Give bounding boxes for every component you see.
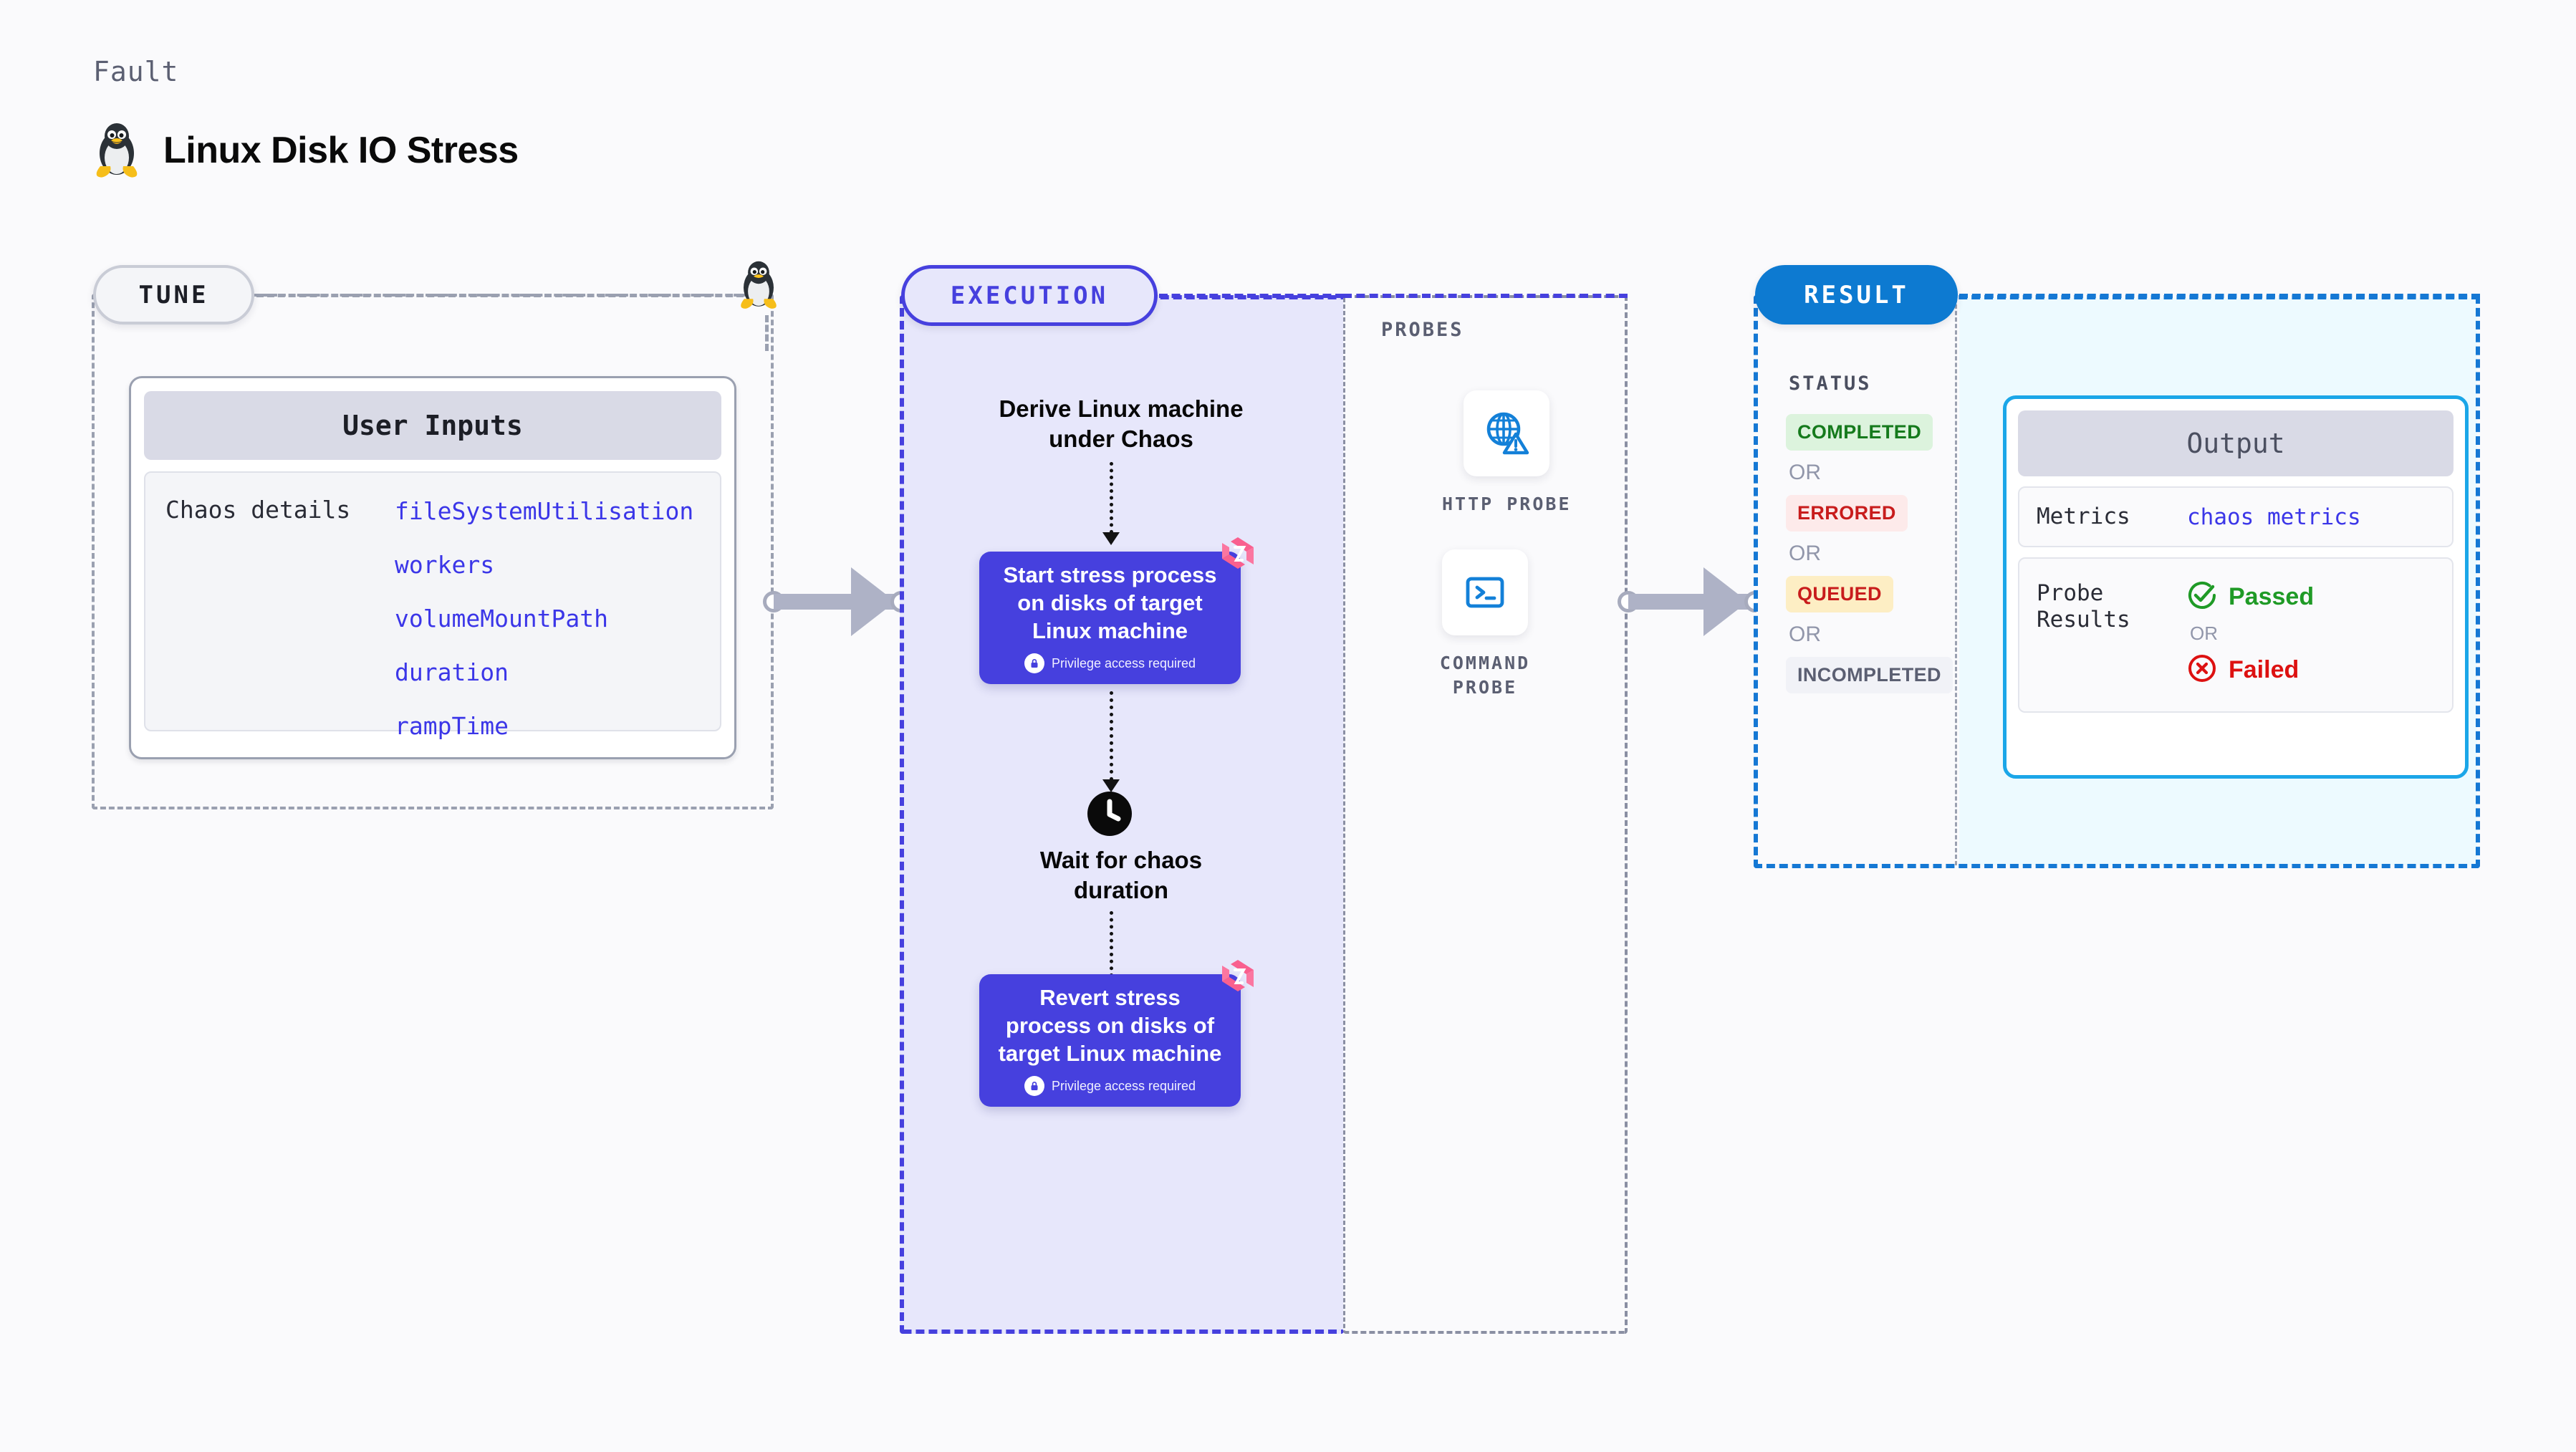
lock-icon bbox=[1024, 1076, 1044, 1097]
derive-line-2: under Chaos bbox=[1049, 425, 1193, 453]
status-badge-queued: QUEUED bbox=[1786, 576, 1893, 612]
lock-icon bbox=[1024, 653, 1044, 674]
start-line-1: Start stress process bbox=[1003, 562, 1217, 587]
probes-panel bbox=[1343, 295, 1628, 1334]
output-probe-key: Probe Results bbox=[2037, 580, 2187, 633]
start-line-2: on disks of target bbox=[1017, 590, 1203, 615]
revert-line-1: Revert stress bbox=[1039, 984, 1181, 1010]
chaos-details-label: Chaos details bbox=[165, 496, 351, 524]
output-header: Output bbox=[2018, 410, 2454, 476]
tune-leader-line bbox=[256, 294, 744, 297]
output-probe-key-line-1: Probe bbox=[2037, 580, 2104, 607]
fault-kicker: Fault bbox=[93, 56, 179, 87]
input-workers[interactable]: workers bbox=[395, 551, 495, 579]
tune-linux-penguin-icon bbox=[738, 260, 779, 314]
wait-line-1: Wait for chaos bbox=[1039, 847, 1203, 873]
output-probe-key-line-2: Results bbox=[2037, 607, 2130, 633]
privilege-badge-start: Privilege access required bbox=[1024, 653, 1196, 674]
task-start-stress-text: Start stress process on disks of target … bbox=[1003, 561, 1216, 645]
output-card: Output Metrics chaos metrics Probe Resul… bbox=[2003, 395, 2469, 779]
output-probe-results-row: Probe Results Passed OR bbox=[2018, 557, 2454, 713]
task-revert-stress[interactable]: Revert stress process on disks of target… bbox=[979, 960, 1254, 1107]
probe-http[interactable]: HTTP PROBE bbox=[1442, 390, 1572, 516]
privilege-badge-revert: Privilege access required bbox=[1024, 1076, 1196, 1097]
user-inputs-header: User Inputs bbox=[144, 391, 721, 460]
probe-result-failed: Failed bbox=[2187, 653, 2314, 687]
clock-icon bbox=[1087, 792, 1132, 840]
status-label: STATUS bbox=[1789, 372, 1872, 395]
probes-top-border bbox=[1343, 294, 1628, 298]
input-ramp-time[interactable]: rampTime bbox=[395, 712, 509, 740]
fault-title-row: Linux Disk IO Stress bbox=[93, 122, 519, 179]
output-metrics-key: Metrics bbox=[2037, 504, 2130, 529]
connector-arrowhead bbox=[1703, 567, 1748, 636]
tune-section-pill[interactable]: TUNE bbox=[93, 265, 254, 324]
probes-section-label: PROBES bbox=[1381, 319, 1464, 341]
execution-step-wait: Wait for chaos duration bbox=[953, 845, 1289, 905]
status-badge-errored: ERRORED bbox=[1786, 495, 1908, 532]
linux-penguin-icon bbox=[93, 122, 140, 179]
chaos-details-values: fileSystemUtilisation workers volumeMoun… bbox=[395, 497, 694, 740]
result-leader-line bbox=[1959, 294, 2480, 298]
start-line-3: Linux machine bbox=[1032, 618, 1188, 644]
wait-line-2: duration bbox=[1074, 877, 1168, 904]
privilege-label-start: Privilege access required bbox=[1051, 655, 1196, 670]
litmus-chaos-icon bbox=[1218, 956, 1258, 999]
input-file-system-utilisation[interactable]: fileSystemUtilisation bbox=[395, 497, 694, 525]
probe-result-passed: Passed bbox=[2187, 580, 2314, 614]
page-title: Linux Disk IO Stress bbox=[163, 130, 519, 171]
status-or-1: OR bbox=[1789, 461, 1821, 484]
connector-arrowhead bbox=[851, 567, 895, 636]
output-metrics-value[interactable]: chaos metrics bbox=[2187, 504, 2361, 530]
status-list: COMPLETED OR ERRORED OR QUEUED OR INCOMP… bbox=[1786, 414, 1965, 693]
input-duration[interactable]: duration bbox=[395, 658, 509, 686]
task-start-stress[interactable]: Start stress process on disks of target … bbox=[979, 537, 1254, 684]
x-circle-icon bbox=[2187, 653, 2217, 687]
output-probe-values: Passed OR Failed bbox=[2187, 580, 2314, 687]
execution-step-derive: Derive Linux machine under Chaos bbox=[953, 394, 1289, 454]
result-section-pill[interactable]: RESULT bbox=[1755, 265, 1958, 324]
tune-leader-stub bbox=[765, 315, 769, 351]
globe-warning-icon bbox=[1464, 390, 1550, 476]
litmus-chaos-icon bbox=[1218, 533, 1258, 577]
probe-command[interactable]: COMMAND PROBE bbox=[1439, 549, 1531, 700]
terminal-icon bbox=[1442, 549, 1528, 635]
check-circle-icon bbox=[2187, 580, 2217, 614]
output-metrics-row: Metrics chaos metrics bbox=[2018, 486, 2454, 548]
revert-line-2: process on disks of bbox=[1005, 1012, 1215, 1038]
derive-line-1: Derive Linux machine bbox=[999, 395, 1244, 422]
input-volume-mount-path[interactable]: volumeMountPath bbox=[395, 605, 609, 633]
probe-passed-label: Passed bbox=[2229, 583, 2315, 611]
status-badge-completed: COMPLETED bbox=[1786, 414, 1933, 451]
execution-section-pill[interactable]: EXECUTION bbox=[901, 265, 1158, 326]
user-inputs-card: User Inputs Chaos details fileSystemUtil… bbox=[129, 376, 736, 759]
revert-line-3: target Linux machine bbox=[998, 1041, 1222, 1067]
probe-result-or: OR bbox=[2190, 622, 2218, 645]
probe-http-label: HTTP PROBE bbox=[1442, 494, 1572, 514]
status-or-3: OR bbox=[1789, 622, 1821, 646]
privilege-label-revert: Privilege access required bbox=[1051, 1078, 1196, 1093]
user-inputs-body: Chaos details fileSystemUtilisation work… bbox=[144, 471, 721, 740]
status-badge-incompleted: INCOMPLETED bbox=[1786, 657, 1953, 693]
probe-command-label: COMMAND PROBE bbox=[1439, 653, 1531, 698]
probe-failed-label: Failed bbox=[2229, 656, 2299, 684]
status-or-2: OR bbox=[1789, 542, 1821, 565]
task-revert-stress-text: Revert stress process on disks of target… bbox=[999, 984, 1222, 1067]
execution-leader-line bbox=[1159, 294, 1344, 298]
